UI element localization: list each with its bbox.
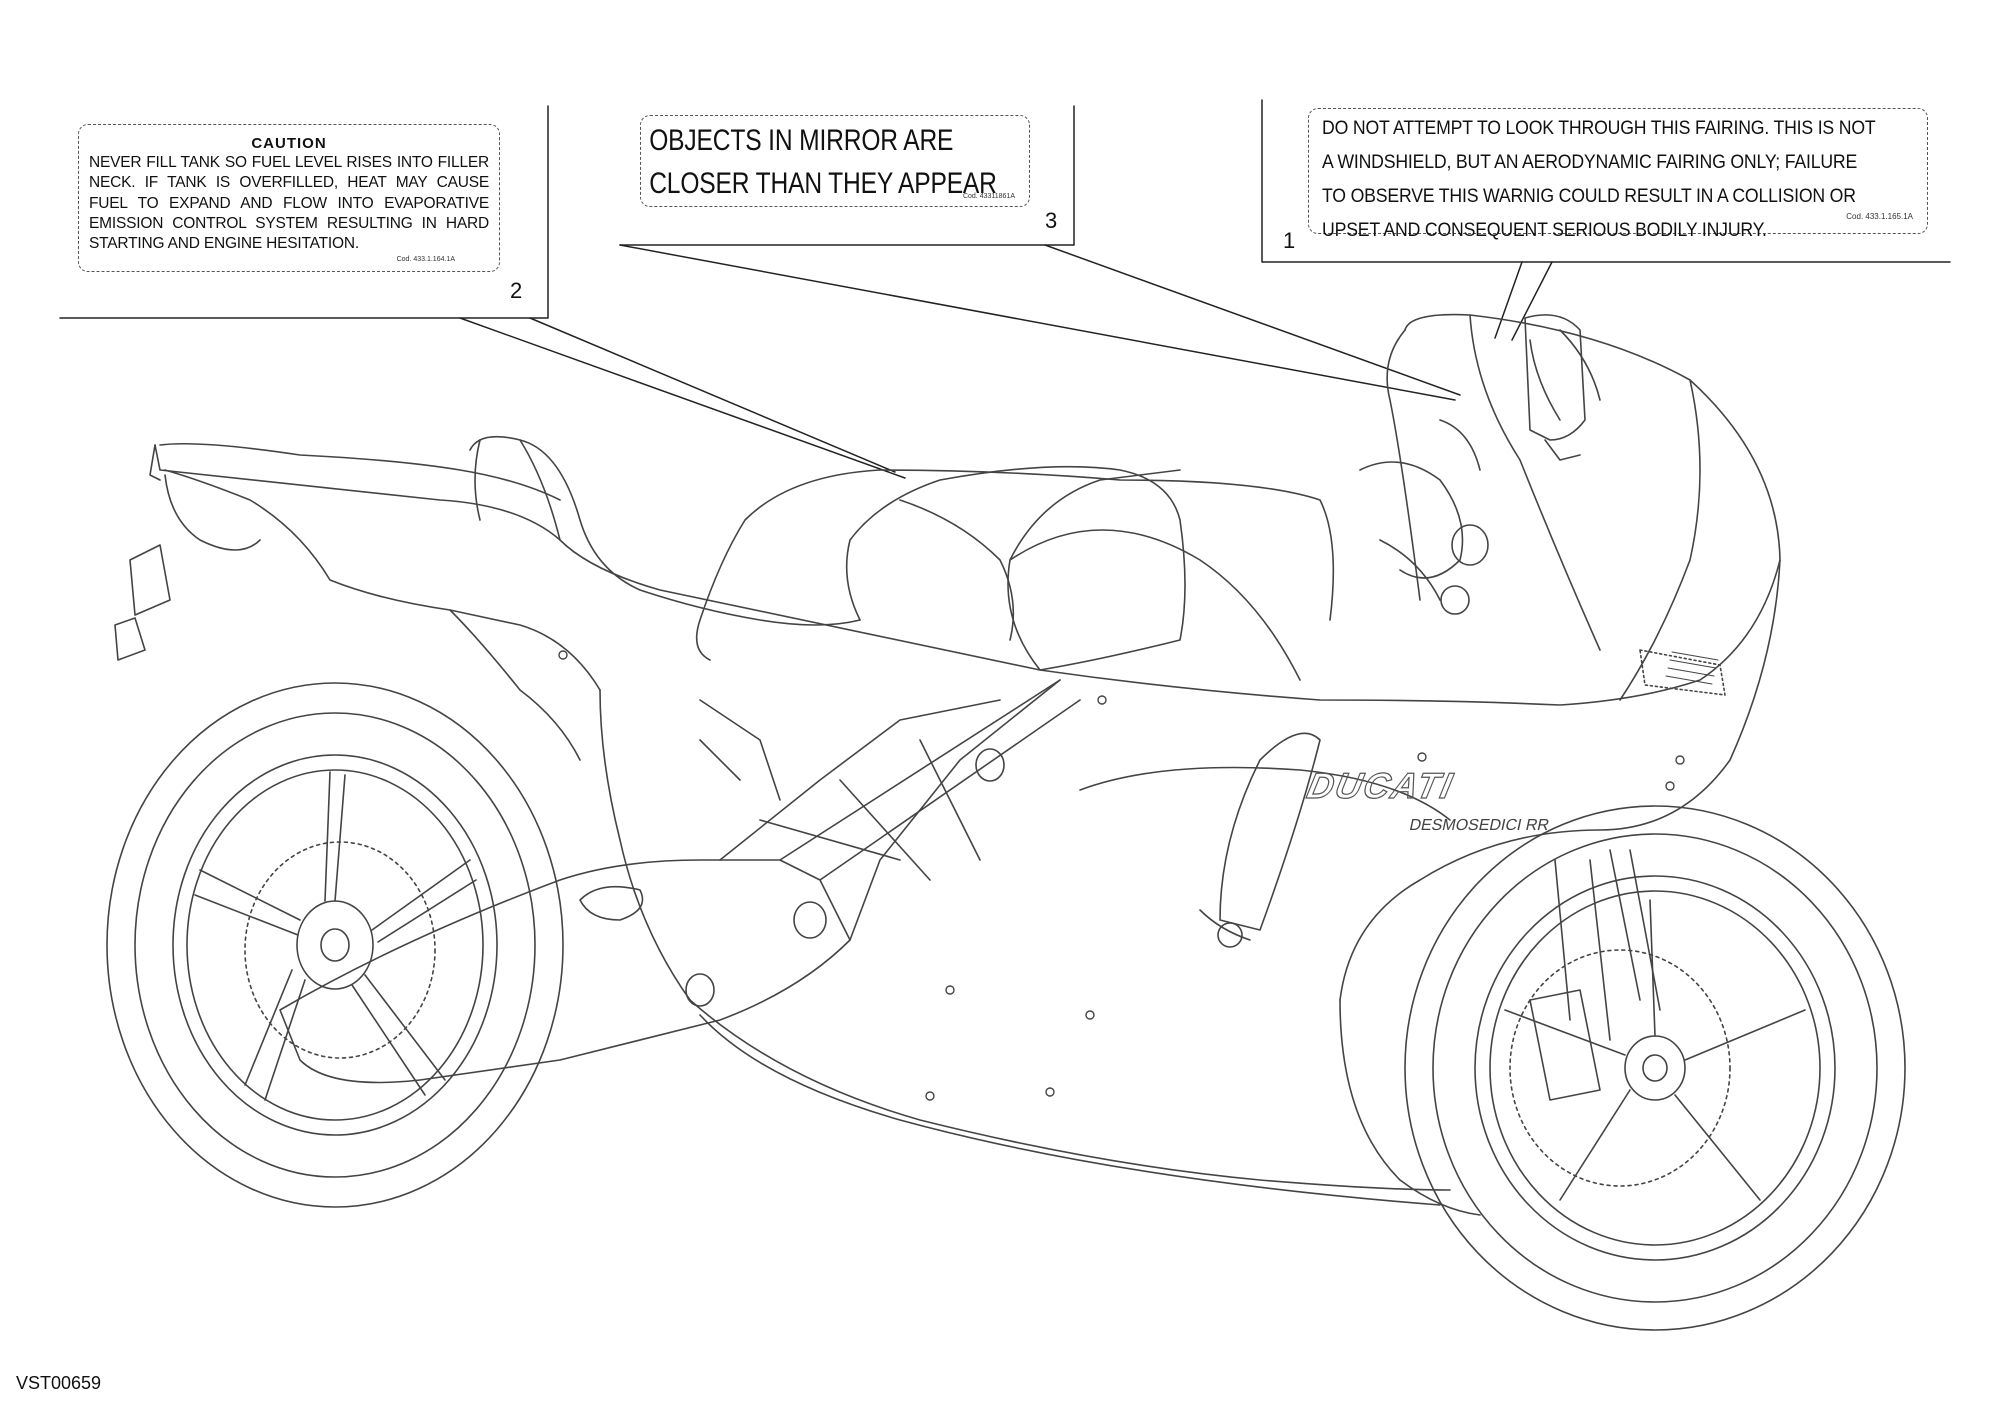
caution-line-3: FUEL TO EXPAND AND FLOW INTO EVAPORATIVE [89,194,489,212]
callout-number-1: 1 [1283,228,1296,253]
caution-line-5: STARTING AND ENGINE HESITATION. [89,235,359,253]
diagram-reference-code: VST00659 [16,1373,102,1393]
mirror-label: OBJECTS IN MIRROR ARE CLOSER THAN THEY A… [640,115,1030,207]
fairing-line-1: DO NOT ATTEMPT TO LOOK THROUGH THIS FAIR… [1322,118,1876,139]
caution-title: CAUTION [251,135,327,152]
caution-line-2: NECK. IF TANK IS OVERFILLED, HEAT MAY CA… [89,174,489,192]
front-wheel [1404,805,1906,1331]
caution-line-4: EMISSION CONTROL SYSTEM RESULTING IN HAR… [89,214,489,232]
callout-lines [59,99,1951,479]
fairing-part-code: Cod. 433.1.165.1A [1846,212,1913,221]
rear-wheel [106,682,564,1208]
mirror-part-code: Cod. 43311861A [962,193,1015,200]
fairing-line-4: UPSET AND CONSEQUENT SERIOUS BODILY INJU… [1322,219,1767,241]
fuel-caution-label: CAUTION NEVER FILL TANK SO FUEL LEVEL RI… [78,124,500,272]
callout-number-3: 3 [1045,208,1058,233]
model-name-text: DESMOSEDICI RR [1408,816,1551,834]
fairing-line-3: TO OBSERVE THIS WARNIG COULD RESULT IN A… [1322,185,1856,207]
caution-part-code: Cod. 433.1.164.1A [396,256,455,263]
fairing-warning-label: DO NOT ATTEMPT TO LOOK THROUGH THIS FAIR… [1308,108,1928,241]
mirror-line-2: CLOSER THAN THEY APPEAR [649,166,997,200]
bodywork [114,313,1781,1216]
caution-line-1: NEVER FILL TANK SO FUEL LEVEL RISES INTO… [89,154,489,171]
callout-number-2: 2 [510,278,523,303]
mirror-line-1: OBJECTS IN MIRROR ARE [649,124,954,157]
fairing-line-2: A WINDSHIELD, BUT AN AERODYNAMIC FAIRING… [1322,151,1858,173]
brand-logo-text: DUCATI [1304,765,1458,806]
